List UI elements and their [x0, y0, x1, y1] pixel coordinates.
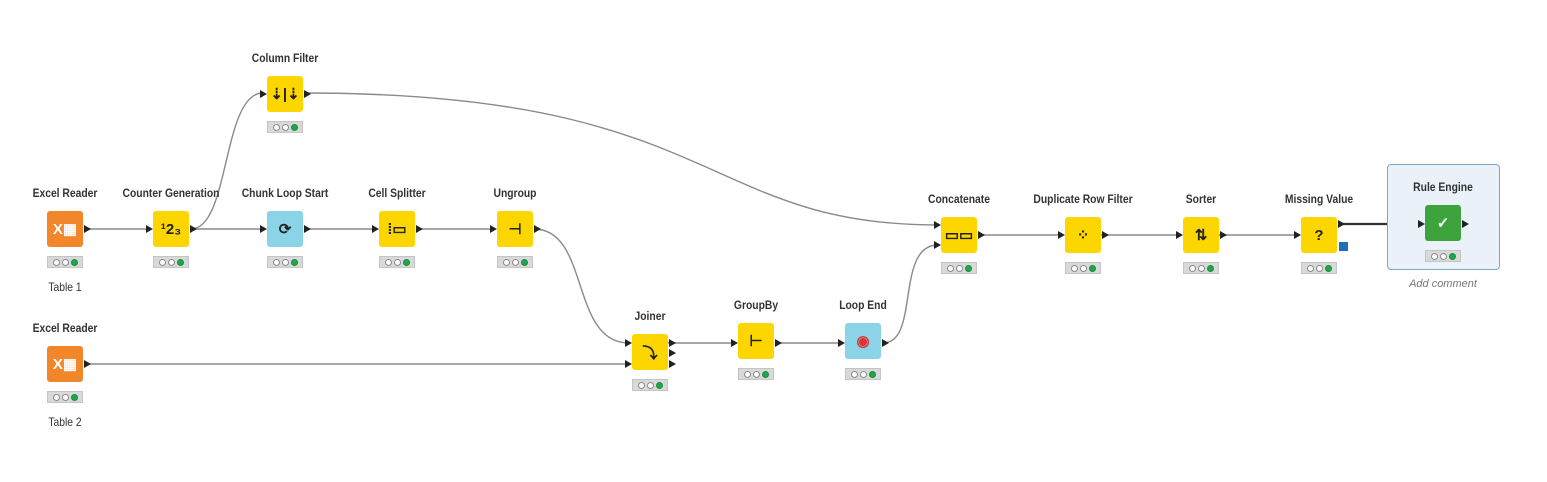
edge-columnfilter-concatenate	[303, 92, 939, 226]
counter-icon[interactable]: ¹2₃	[153, 211, 189, 247]
concatenate-icon[interactable]: ▭▭	[941, 217, 977, 253]
input-port[interactable]	[146, 225, 153, 233]
output-port[interactable]	[1338, 220, 1345, 228]
node-title: Duplicate Row Filter	[1033, 192, 1133, 206]
output-port[interactable]	[1220, 231, 1227, 239]
status-traffic-light	[47, 391, 83, 403]
status-traffic-light	[1425, 250, 1461, 262]
status-traffic-light	[632, 379, 668, 391]
input-port[interactable]	[934, 241, 941, 249]
node-title: Chunk Loop Start	[241, 186, 329, 200]
output-port[interactable]	[1102, 231, 1109, 239]
input-port[interactable]	[1418, 220, 1425, 228]
node-title: Ungroup	[493, 186, 537, 200]
add-comment-link[interactable]: Add comment	[1409, 278, 1477, 290]
input-port[interactable]	[260, 90, 267, 98]
output-port[interactable]	[669, 339, 676, 347]
output-port[interactable]	[669, 360, 676, 368]
output-port[interactable]	[534, 225, 541, 233]
flow-variable-port[interactable]	[1339, 242, 1348, 251]
node-title: Missing Value	[1284, 192, 1354, 206]
output-port[interactable]	[304, 90, 311, 98]
output-port[interactable]	[669, 349, 676, 357]
node-annotation[interactable]: Table 2	[48, 415, 82, 429]
joiner-icon[interactable]: ⤵	[632, 334, 668, 370]
status-traffic-light	[1301, 262, 1337, 274]
sorter-icon[interactable]: ⇅	[1183, 217, 1219, 253]
input-port[interactable]	[372, 225, 379, 233]
input-port[interactable]	[625, 339, 632, 347]
edge-counter-columnfilter	[190, 92, 264, 230]
node-annotation[interactable]: Table 1	[48, 280, 82, 294]
output-port[interactable]	[84, 225, 91, 233]
status-traffic-light	[497, 256, 533, 268]
ungroup-icon[interactable]: ⊣	[497, 211, 533, 247]
node-title: Cell Splitter	[368, 186, 426, 200]
column-filter-icon[interactable]: ⇣|⇣	[267, 76, 303, 112]
status-traffic-light	[267, 256, 303, 268]
node-title: Counter Generation	[122, 186, 220, 200]
node-title: GroupBy	[733, 298, 779, 312]
status-traffic-light	[267, 121, 303, 133]
status-traffic-light	[153, 256, 189, 268]
input-port[interactable]	[1294, 231, 1301, 239]
output-port[interactable]	[416, 225, 423, 233]
output-port[interactable]	[304, 225, 311, 233]
status-traffic-light	[379, 256, 415, 268]
excel-icon[interactable]: X▦	[47, 346, 83, 382]
node-title: Excel Reader	[32, 321, 98, 335]
rule-engine-icon[interactable]: ✓	[1425, 205, 1461, 241]
output-port[interactable]	[978, 231, 985, 239]
status-traffic-light	[1065, 262, 1101, 274]
status-traffic-light	[47, 256, 83, 268]
input-port[interactable]	[260, 225, 267, 233]
loop-start-icon[interactable]: ⟳	[267, 211, 303, 247]
input-port[interactable]	[731, 339, 738, 347]
output-port[interactable]	[775, 339, 782, 347]
output-port[interactable]	[190, 225, 197, 233]
input-port[interactable]	[1058, 231, 1065, 239]
status-traffic-light	[845, 368, 881, 380]
node-title: Rule Engine	[1413, 180, 1473, 194]
node-title: Sorter	[1185, 192, 1217, 206]
output-port[interactable]	[1462, 220, 1469, 228]
output-port[interactable]	[84, 360, 91, 368]
edge-loopend-concatenate	[882, 244, 939, 344]
node-title: Concatenate	[928, 192, 990, 206]
edge-ungroup-joiner	[533, 228, 630, 344]
node-title: Joiner	[634, 309, 666, 323]
output-port[interactable]	[882, 339, 889, 347]
input-port[interactable]	[625, 360, 632, 368]
input-port[interactable]	[490, 225, 497, 233]
duplicate-filter-icon[interactable]: ⁘	[1065, 217, 1101, 253]
node-title: Column Filter	[251, 51, 319, 65]
node-title: Loop End	[839, 298, 887, 312]
node-title: Excel Reader	[32, 186, 98, 200]
excel-icon[interactable]: X▦	[47, 211, 83, 247]
status-traffic-light	[941, 262, 977, 274]
status-traffic-light	[1183, 262, 1219, 274]
groupby-icon[interactable]: ⊢	[738, 323, 774, 359]
cell-splitter-icon[interactable]: ⁞▭	[379, 211, 415, 247]
input-port[interactable]	[934, 221, 941, 229]
status-traffic-light	[738, 368, 774, 380]
input-port[interactable]	[838, 339, 845, 347]
input-port[interactable]	[1176, 231, 1183, 239]
question-icon[interactable]: ?	[1301, 217, 1337, 253]
loop-end-icon[interactable]: ◉	[845, 323, 881, 359]
